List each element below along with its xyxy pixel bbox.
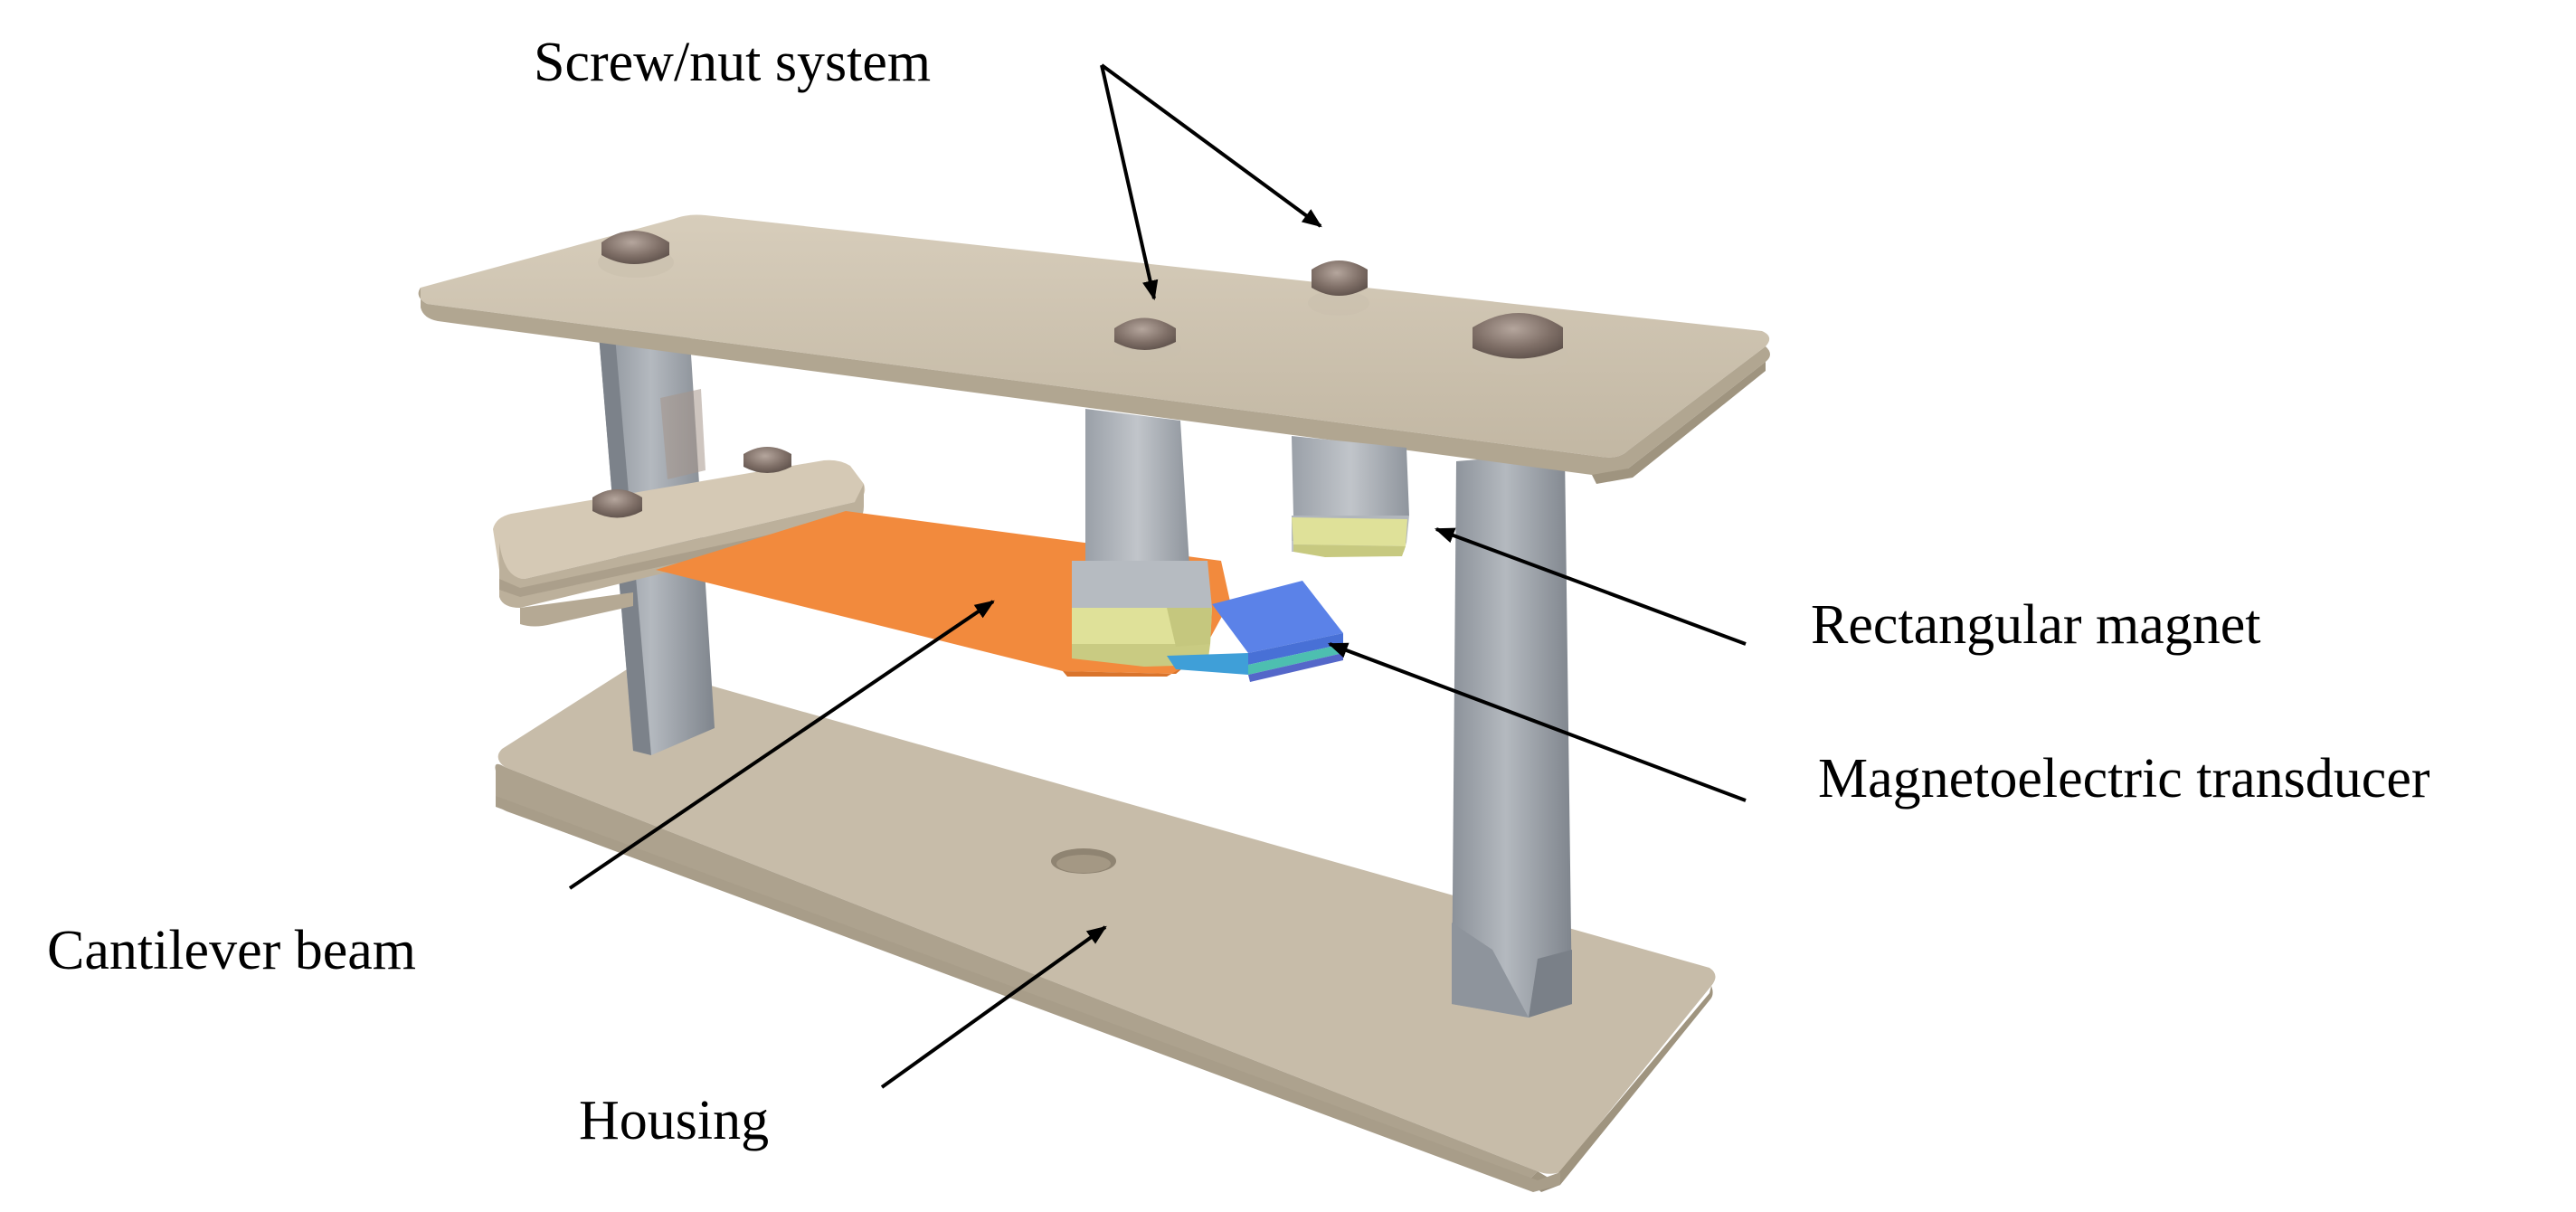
label-rectangular-magnet: Rectangular magnet xyxy=(1811,594,2261,656)
top-plate xyxy=(418,214,1771,484)
screw-head-top-left xyxy=(598,231,674,278)
label-cantilever-beam: Cantilever beam xyxy=(47,920,416,981)
transducer xyxy=(1167,581,1343,682)
label-housing: Housing xyxy=(579,1090,770,1151)
screw-head-top-center xyxy=(1113,317,1181,362)
arrow-screw-right xyxy=(1100,63,1322,228)
label-screw-nut-system: Screw/nut system xyxy=(534,32,932,93)
right-post xyxy=(1452,452,1572,1018)
screw-head-top-right-small xyxy=(1308,260,1369,316)
arrow-transducer xyxy=(1327,642,1747,802)
magnet-block-center xyxy=(1072,409,1212,667)
screw-head-clamp-right xyxy=(743,447,791,473)
magnet-block-right xyxy=(1292,436,1409,557)
screw-head-clamp-left xyxy=(592,489,642,518)
arrow-screw-center xyxy=(1100,64,1159,301)
label-magnetoelectric-transducer: Magnetoelectric transducer xyxy=(1818,748,2430,810)
screw-head-top-right xyxy=(1470,313,1569,375)
arrow-rectangular-magnet xyxy=(1434,527,1747,646)
arrow-housing xyxy=(880,925,1107,1089)
base-plate xyxy=(495,667,1716,1192)
arrow-cantilever xyxy=(568,600,995,890)
